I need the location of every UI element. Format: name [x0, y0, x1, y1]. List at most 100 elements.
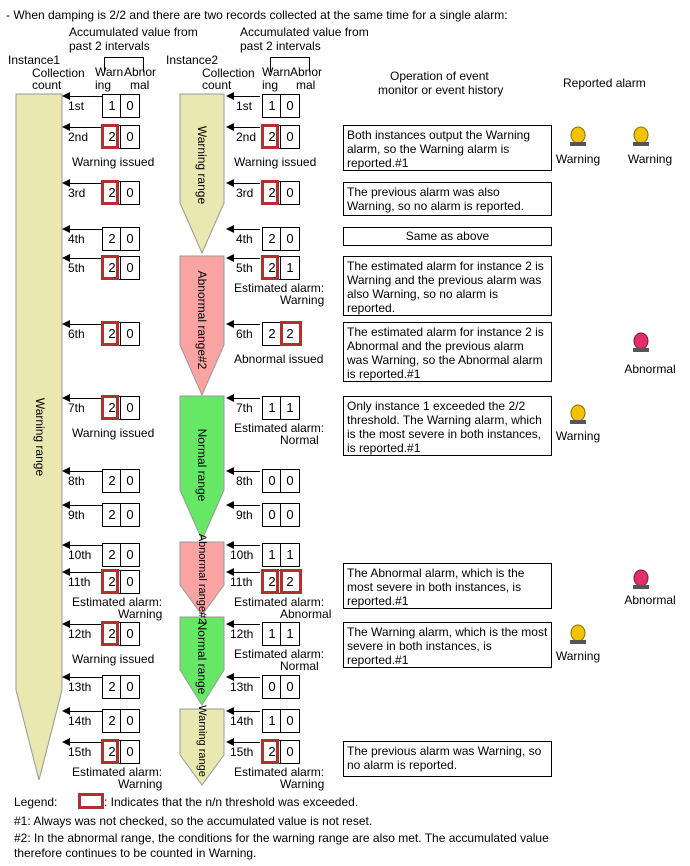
arrow-line: [230, 505, 260, 506]
accumulated-bracket-2: [270, 57, 310, 72]
estimated-alarm-note: Estimated alarm:: [72, 765, 163, 779]
arrow-line: [66, 505, 102, 506]
collection-count: 8th: [68, 474, 85, 488]
warning-count: 0: [264, 677, 280, 697]
reported-alarm-label: Abnormal: [624, 362, 676, 376]
warning-count: 0: [264, 505, 280, 525]
reported-alarm-label: Warning: [555, 429, 601, 443]
collection-count: 1st: [236, 99, 253, 113]
cell-divider: [280, 397, 281, 419]
event-box: The estimated alarm for instance 2 is Wa…: [343, 256, 552, 316]
arrow-line: [66, 229, 102, 230]
arrow-left-icon: [62, 501, 70, 509]
legend-text: : Indicates that the n/n threshold was e…: [104, 795, 359, 809]
collection-count: 9th: [236, 508, 253, 522]
arrow-left-icon: [226, 179, 234, 187]
collection-count: 10th: [68, 548, 92, 562]
estimated-alarm-note: Warning: [280, 293, 325, 307]
warning-count: 0: [264, 471, 280, 491]
threshold-exceeded-frame: [261, 569, 279, 594]
warning-lamp-icon: [570, 404, 586, 424]
cell-divider: [280, 470, 281, 492]
arrow-left-icon: [226, 541, 234, 549]
operation-header-b: monitor or event history: [378, 83, 504, 97]
abnormal-count: 2: [282, 572, 298, 592]
collection-count: 11th: [68, 575, 91, 589]
cell-divider: [120, 470, 121, 492]
inst1-warning-range-shape: [15, 93, 63, 781]
inst2-warning-range-label-2: Warning range: [196, 705, 208, 777]
warning-count: 2: [104, 545, 120, 565]
arrow-line: [230, 258, 260, 259]
legend-label: Legend:: [14, 795, 58, 809]
event-box: The estimated alarm for instance 2 is Ab…: [343, 322, 552, 382]
collection-count: 14th: [230, 714, 254, 728]
arrow-line: [66, 572, 102, 573]
threshold-exceeded-frame: [101, 621, 119, 646]
estimated-alarm-note: Estimated alarm:: [234, 647, 325, 661]
collection-count: 15th: [68, 745, 92, 759]
reported-alarm-label: Warning: [555, 649, 601, 663]
arrow-left-icon: [226, 501, 234, 509]
arrow-line: [66, 96, 102, 97]
arrow-left-icon: [226, 320, 234, 328]
accumulated-header-1a: Accumulated value from: [69, 25, 198, 39]
estimated-alarm-note: Normal: [280, 659, 319, 673]
abnormal-count: 0: [282, 471, 298, 491]
alarm-issued-note: Warning issued: [72, 652, 155, 666]
arrow-line: [66, 677, 102, 678]
arrow-line: [66, 545, 102, 546]
accumulated-header-1b: past 2 intervals: [69, 39, 150, 53]
warning-count: 2: [104, 711, 120, 731]
arrow-line: [230, 471, 260, 472]
arrow-line: [66, 183, 102, 184]
threshold-exceeded-frame: [101, 395, 119, 420]
collection-count: 2nd: [68, 130, 89, 144]
accumulated-bracket-1: [104, 57, 144, 72]
abnormal-count: 0: [122, 96, 138, 116]
warning-lamp-icon: [633, 126, 649, 146]
warning-col-header-2a: Warn: [262, 65, 291, 79]
arrow-line: [66, 398, 102, 399]
collection-header-1b: count: [32, 78, 62, 92]
accumulated-header-2b: past 2 intervals: [240, 39, 321, 53]
arrow-left-icon: [62, 123, 70, 131]
abnormal-count: 1: [282, 545, 298, 565]
event-box: The previous alarm was Warning, so no al…: [343, 741, 552, 777]
arrow-left-icon: [226, 673, 234, 681]
collection-count: 3rd: [236, 186, 254, 200]
arrow-line: [230, 398, 260, 399]
collection-count: 5th: [68, 261, 85, 275]
threshold-exceeded-frame: [280, 569, 302, 594]
cell-divider: [120, 741, 121, 763]
estimated-alarm-note: Normal: [280, 433, 319, 447]
collection-count: 13th: [230, 680, 254, 694]
abnormal-count: 0: [122, 677, 138, 697]
alarm-issued-note: Warning issued: [72, 155, 155, 169]
instance1-header: Instance1: [8, 53, 61, 67]
collection-count: 6th: [236, 327, 253, 341]
arrow-left-icon: [226, 568, 234, 576]
collection-count: 4th: [236, 232, 253, 246]
warning-count: 2: [104, 505, 120, 525]
arrow-left-icon: [226, 225, 234, 233]
threshold-exceeded-frame: [101, 569, 119, 594]
alarm-issued-note: Abnormal issued: [234, 352, 324, 366]
arrow-left-icon: [62, 254, 70, 262]
inst2-abnormal-range-shape-2: [179, 541, 225, 616]
reported-alarm-header: Reported alarm: [563, 76, 646, 90]
arrow-line: [230, 127, 260, 128]
abnormal-count: 0: [122, 324, 138, 344]
arrow-line: [66, 711, 102, 712]
abnormal-count: 0: [122, 711, 138, 731]
cell-divider: [120, 571, 121, 593]
collection-header-2a: Collection: [202, 66, 255, 80]
